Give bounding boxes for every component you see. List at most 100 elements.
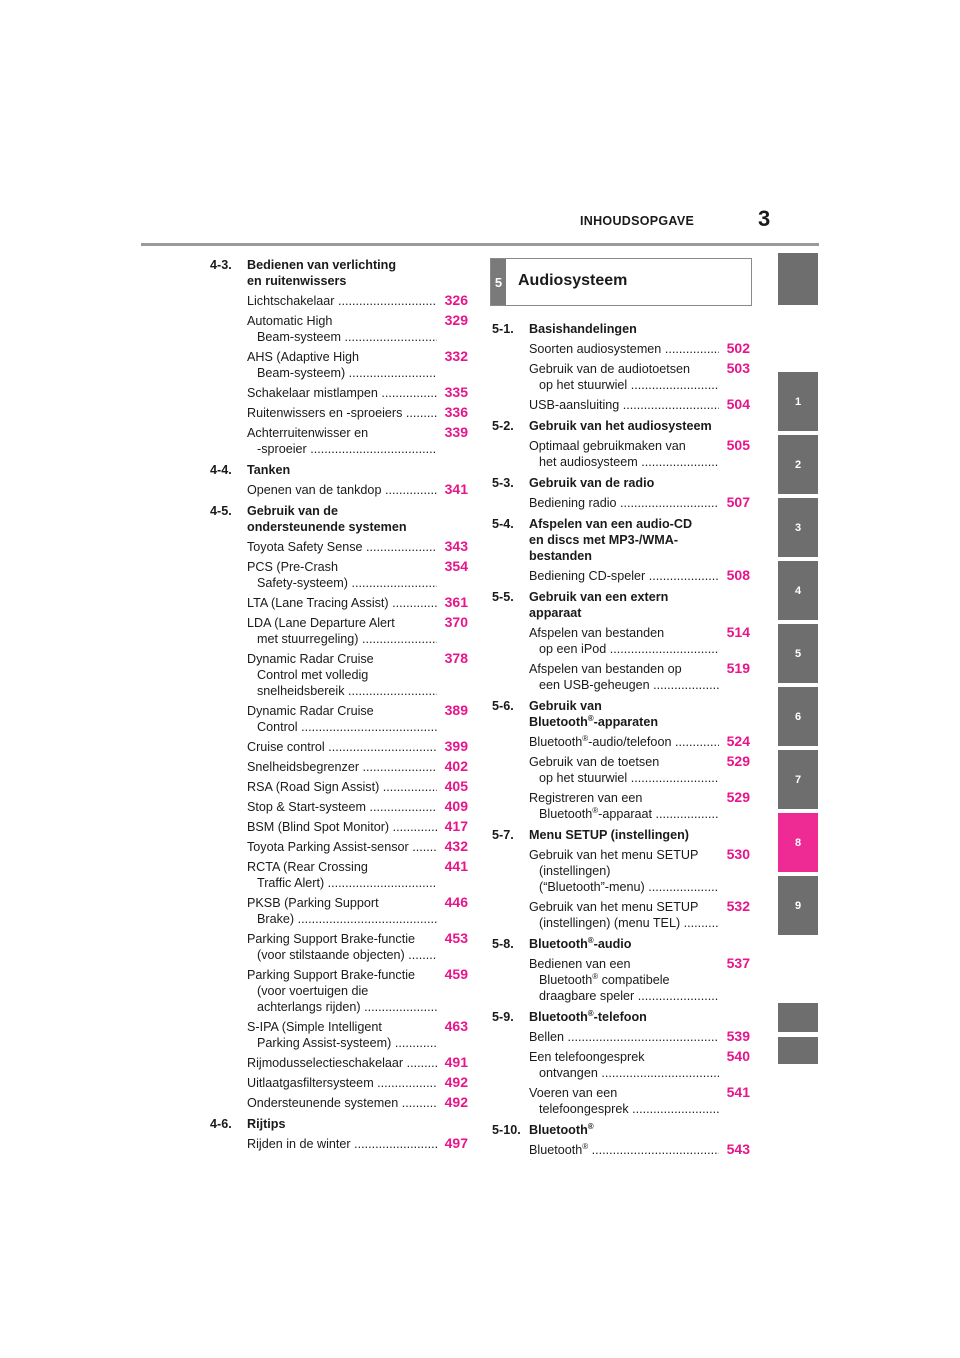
- toc-entry[interactable]: Gebruik van het menu SETUP(instellingen)…: [492, 898, 750, 931]
- toc-page-number[interactable]: 539: [726, 1028, 750, 1044]
- toc-page-number[interactable]: 459: [444, 966, 468, 982]
- toc-page-number[interactable]: 378: [444, 650, 468, 666]
- toc-page-number[interactable]: 389: [444, 702, 468, 718]
- toc-entry[interactable]: Bediening CD-speler508: [492, 567, 750, 584]
- toc-page-number[interactable]: 441: [444, 858, 468, 874]
- toc-page-number[interactable]: 405: [444, 778, 468, 794]
- toc-page-number[interactable]: 402: [444, 758, 468, 774]
- toc-entry[interactable]: USB-aansluiting504: [492, 396, 750, 413]
- toc-entry[interactable]: Bediening radio507: [492, 494, 750, 511]
- toc-page-number[interactable]: 540: [726, 1048, 750, 1064]
- toc-page-number[interactable]: 432: [444, 838, 468, 854]
- toc-entry[interactable]: Cruise control399: [210, 738, 468, 755]
- toc-page-number[interactable]: 341: [444, 481, 468, 497]
- toc-entry[interactable]: Rijden in de winter497: [210, 1135, 468, 1152]
- toc-entry[interactable]: Soorten audiosystemen502: [492, 340, 750, 357]
- toc-page-number[interactable]: 409: [444, 798, 468, 814]
- toc-entry[interactable]: Ruitenwissers en -sproeiers336: [210, 404, 468, 421]
- chapter-tab-2[interactable]: 2: [778, 435, 818, 494]
- toc-entry[interactable]: LTA (Lane Tracing Assist)361: [210, 594, 468, 611]
- toc-page-number[interactable]: 508: [726, 567, 750, 583]
- toc-entry[interactable]: Een telefoongesprekontvangen540: [492, 1048, 750, 1081]
- toc-entry[interactable]: Lichtschakelaar326: [210, 292, 468, 309]
- toc-page-number[interactable]: 519: [726, 660, 750, 676]
- toc-page-number[interactable]: 532: [726, 898, 750, 914]
- toc-entry[interactable]: Parking Support Brake-functie(voor voert…: [210, 966, 468, 1015]
- chapter-tab-blank[interactable]: [778, 253, 818, 305]
- chapter-tab-blank[interactable]: [778, 1003, 818, 1032]
- toc-page-number[interactable]: 326: [444, 292, 468, 308]
- toc-entry[interactable]: Snelheidsbegrenzer402: [210, 758, 468, 775]
- toc-entry[interactable]: Voeren van eentelefoongesprek541: [492, 1084, 750, 1117]
- toc-entry[interactable]: Bellen539: [492, 1028, 750, 1045]
- toc-page-number[interactable]: 505: [726, 437, 750, 453]
- toc-entry[interactable]: Bluetooth®543: [492, 1141, 750, 1158]
- toc-page-number[interactable]: 530: [726, 846, 750, 862]
- toc-page-number[interactable]: 399: [444, 738, 468, 754]
- chapter-tab-3[interactable]: 3: [778, 498, 818, 557]
- toc-page-number[interactable]: 339: [444, 424, 468, 440]
- chapter-tab-9[interactable]: 9: [778, 876, 818, 935]
- toc-entry[interactable]: BSM (Blind Spot Monitor)417: [210, 818, 468, 835]
- toc-entry[interactable]: Toyota Parking Assist-sensor432: [210, 838, 468, 855]
- toc-entry[interactable]: RSA (Road Sign Assist)405: [210, 778, 468, 795]
- toc-entry[interactable]: Stop & Start-systeem409: [210, 798, 468, 815]
- toc-page-number[interactable]: 417: [444, 818, 468, 834]
- toc-page-number[interactable]: 524: [726, 733, 750, 749]
- toc-entry[interactable]: Uitlaatgasfiltersysteem492: [210, 1074, 468, 1091]
- toc-page-number[interactable]: 504: [726, 396, 750, 412]
- toc-page-number[interactable]: 543: [726, 1141, 750, 1157]
- toc-page-number[interactable]: 502: [726, 340, 750, 356]
- chapter-tab-7[interactable]: 7: [778, 750, 818, 809]
- toc-page-number[interactable]: 529: [726, 753, 750, 769]
- chapter-tab-4[interactable]: 4: [778, 561, 818, 620]
- toc-page-number[interactable]: 336: [444, 404, 468, 420]
- toc-page-number[interactable]: 354: [444, 558, 468, 574]
- toc-page-number[interactable]: 329: [444, 312, 468, 328]
- toc-entry[interactable]: Ondersteunende systemen492: [210, 1094, 468, 1111]
- toc-page-number[interactable]: 492: [444, 1094, 468, 1110]
- toc-page-number[interactable]: 503: [726, 360, 750, 376]
- toc-page-number[interactable]: 491: [444, 1054, 468, 1070]
- toc-entry[interactable]: Bluetooth®-audio/telefoon524: [492, 733, 750, 750]
- toc-page-number[interactable]: 497: [444, 1135, 468, 1151]
- toc-entry[interactable]: Toyota Safety Sense343: [210, 538, 468, 555]
- toc-page-number[interactable]: 370: [444, 614, 468, 630]
- toc-page-number[interactable]: 332: [444, 348, 468, 364]
- toc-page-number[interactable]: 361: [444, 594, 468, 610]
- toc-page-number[interactable]: 529: [726, 789, 750, 805]
- toc-page-number[interactable]: 537: [726, 955, 750, 971]
- toc-page-number[interactable]: 514: [726, 624, 750, 640]
- chapter-tab-blank[interactable]: [778, 1037, 818, 1064]
- chapter-tab-6[interactable]: 6: [778, 687, 818, 746]
- toc-entry[interactable]: Rijmodusselectieschakelaar491: [210, 1054, 468, 1071]
- toc-page-number[interactable]: 453: [444, 930, 468, 946]
- toc-entry[interactable]: Dynamic Radar CruiseControl389: [210, 702, 468, 735]
- toc-entry[interactable]: Openen van de tankdop341: [210, 481, 468, 498]
- toc-entry[interactable]: Parking Support Brake-functie(voor stils…: [210, 930, 468, 963]
- chapter-tab-1[interactable]: 1: [778, 372, 818, 431]
- toc-page-number[interactable]: 541: [726, 1084, 750, 1100]
- toc-page-number[interactable]: 492: [444, 1074, 468, 1090]
- toc-entry[interactable]: Gebruik van het menu SETUP(instellingen)…: [492, 846, 750, 895]
- toc-page-number[interactable]: 335: [444, 384, 468, 400]
- toc-page-number[interactable]: 463: [444, 1018, 468, 1034]
- chapter-tab-5[interactable]: 5: [778, 624, 818, 683]
- toc-page-number[interactable]: 507: [726, 494, 750, 510]
- toc-entry[interactable]: Registreren van eenBluetooth®-apparaat52…: [492, 789, 750, 822]
- chapter-tab-8[interactable]: 8: [778, 813, 818, 872]
